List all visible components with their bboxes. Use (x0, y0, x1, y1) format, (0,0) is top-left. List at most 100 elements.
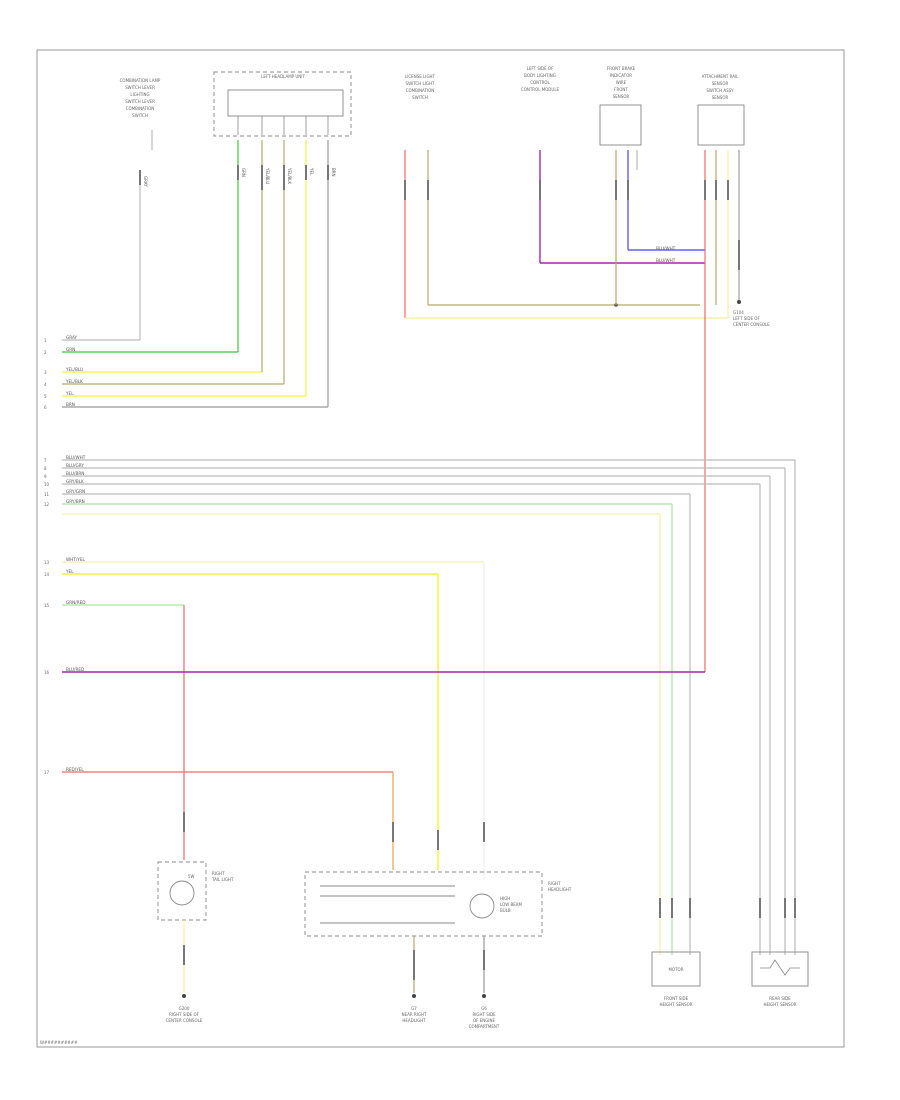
label-line: LICENSE LIGHT (405, 74, 436, 79)
rear-height-sensor: REAR SIDE HEIGHT SENSOR (751, 951, 809, 1007)
tail-light-outline (157, 861, 207, 921)
pin-number: 13 (44, 560, 50, 565)
sensor-box (599, 104, 642, 146)
connector-stubs (139, 165, 796, 980)
label-line: RIGHT SIDE (472, 1012, 496, 1017)
label-line: NEAR RIGHT (402, 1012, 427, 1017)
label-line: HEADLIGHT (402, 1018, 426, 1023)
wire-label: YEL (65, 391, 74, 396)
unit-title: LEFT HEADLAMP UNIT (261, 74, 305, 79)
vertical-wire-labels-top: GRAY GRN YEL/BLU YEL/BLK YEL BRN (143, 167, 336, 187)
bulb-icon (469, 893, 495, 919)
pin-number: 9 (44, 474, 47, 479)
left-pin-column: 1 2 3 4 5 6 7 8 9 10 11 12 13 14 15 16 1… (44, 338, 50, 775)
label-line: LEFT SIDE OF (527, 66, 554, 71)
right-headlight: HIGH LOW BEAM BULB RIGHT HEADLIGHT (304, 871, 572, 937)
label-line: BODY LIGHTING (524, 73, 556, 78)
wire-label: GRY/BRN (66, 499, 85, 504)
switch-symbol (760, 959, 800, 976)
right-tail-light: 5W RIGHT TAIL LIGHT (157, 861, 234, 921)
label-line: COMBINATION LAMP (120, 78, 161, 83)
label-line: CONTROL (530, 80, 550, 85)
wire-label: YEL/BLU (265, 167, 270, 184)
pin-number: 17 (44, 770, 50, 775)
wire-label: BLU/GRY (66, 463, 84, 468)
sensor-box (697, 104, 745, 146)
sensor-box (751, 951, 809, 987)
wire-label: GRN (241, 168, 246, 177)
pin-number: 15 (44, 603, 50, 608)
label-line: SENSOR (613, 94, 630, 99)
ground-point (482, 994, 486, 998)
label-line: CENTER CONSOLE (166, 1018, 203, 1023)
label-line: SENSOR (712, 81, 729, 86)
wire-label: YEL/BLK (287, 167, 292, 185)
pin-number: 4 (44, 382, 47, 387)
wire-label: YEL/BLU (65, 367, 83, 372)
label-line: SWITCH LEVER (125, 85, 155, 90)
label-line: LOW BEAM (500, 902, 522, 907)
label-line: HIGH (500, 896, 510, 901)
label-line: LEFT SIDE OF (733, 316, 760, 321)
wire-label: GRAY (66, 335, 78, 340)
headlight-outline (304, 871, 543, 937)
wire-label: YEL (309, 167, 314, 176)
unit-outline (213, 71, 352, 137)
body-lighting-module: LEFT SIDE OF BODY LIGHTING CONTROL CONTR… (521, 66, 560, 92)
label-line: HEIGHT SENSOR (659, 1002, 692, 1007)
label-line: COMBINATION (126, 106, 155, 111)
label-line: G6 (481, 1006, 487, 1011)
unit-inner (227, 89, 344, 117)
bulb-icon (169, 880, 195, 906)
label-line: RIGHT (548, 881, 561, 886)
pin-stubs (237, 116, 329, 135)
label-line: SWITCH ASSY (706, 88, 734, 93)
pin-number: 11 (44, 492, 50, 497)
pin-number: 14 (44, 572, 50, 577)
wire-label: YEL/BLK (65, 379, 83, 384)
pin-number: 10 (44, 482, 50, 487)
label-line: HEADLIGHT (548, 887, 572, 892)
footer-code: W########## (40, 1040, 78, 1045)
ground-1-label: G200 RIGHT SIDE OF CENTER CONSOLE (166, 1006, 203, 1023)
wire-label: BRN (331, 168, 336, 177)
label-line: REAR SIDE (769, 996, 791, 1001)
label-line: G104 (733, 310, 744, 315)
label-line: FRONT (614, 87, 628, 92)
pin-number: 12 (44, 502, 50, 507)
label-line: RIGHT SIDE OF (169, 1012, 200, 1017)
wire-label: BLU/BRN (66, 471, 84, 476)
ground-point (412, 994, 416, 998)
pin-number: 6 (44, 405, 47, 410)
bulb-rating: 5W (188, 874, 195, 879)
label-line: LIGHTING (130, 92, 149, 97)
label-line: SWITCH (132, 113, 148, 118)
label-line: COMBINATION (406, 88, 435, 93)
label-line: SENSOR (712, 95, 729, 100)
horizontal-wire-labels: GRAY GRN YEL/BLU YEL/BLK YEL BRN BLU/WHT… (65, 335, 86, 772)
wire-label: RED/YEL (66, 767, 84, 772)
wire-label: GRN/RED (66, 600, 85, 605)
label-line: ATTACHMENT RAIL (702, 74, 740, 79)
wire-label: GRAY (143, 176, 148, 187)
sensor-inner: MOTOR (669, 967, 684, 972)
ground-2-label: G7 NEAR RIGHT HEADLIGHT (402, 1006, 427, 1023)
label-line: G200 (179, 1006, 190, 1011)
attachment-rail-sensor: ATTACHMENT RAIL SENSOR SWITCH ASSY SENSO… (697, 74, 745, 146)
pin-number: 2 (44, 350, 47, 355)
front-brake-sensor: FRONT BRAKE INDICATOR WIRE FRONT SENSOR (599, 66, 642, 146)
wire-label: YEL (65, 569, 74, 574)
pin-number: 7 (44, 458, 47, 463)
label-line: TAIL LIGHT (211, 877, 234, 882)
wire-label: GRY/BLK (66, 479, 84, 484)
label-line: INDICATOR (610, 73, 632, 78)
pin-number: 8 (44, 466, 47, 471)
headlamp-control-unit: LEFT HEADLAMP UNIT (213, 71, 352, 137)
label-line: COMPARTMENT (469, 1024, 500, 1029)
pin-number: 5 (44, 394, 47, 399)
top-left-component: COMBINATION LAMP SWITCH LEVER LIGHTING S… (120, 78, 161, 118)
wire-label: BLU/WHT (656, 246, 676, 251)
wire-label: BLU/RED (66, 667, 84, 672)
label-line: OF ENGINE (473, 1018, 496, 1023)
